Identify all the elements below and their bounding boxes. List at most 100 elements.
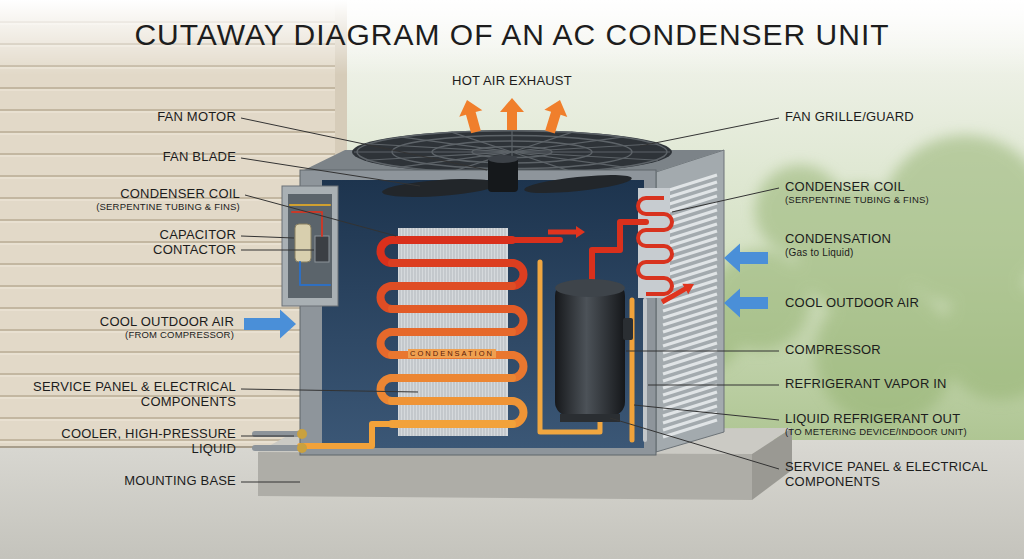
ground bbox=[0, 440, 1024, 559]
part-sublabel: (SERPENTINE TUBING & FINS) bbox=[40, 202, 240, 213]
front-frame bbox=[300, 170, 656, 455]
part-label: REFRIGERANT VAPOR IN bbox=[785, 377, 1017, 392]
coil-tube bbox=[392, 374, 512, 382]
coil-bend bbox=[664, 214, 672, 230]
coil-tube bbox=[646, 292, 664, 296]
siding-line bbox=[0, 373, 345, 375]
coil-tube bbox=[646, 228, 664, 232]
wire bbox=[290, 204, 330, 206]
airflow-label: COOL OUTDOOR AIR bbox=[34, 315, 234, 330]
hot-gas-pipe bbox=[512, 237, 560, 243]
process-sublabel: (Gas to Liquid) bbox=[785, 247, 1017, 259]
siding-highlight bbox=[0, 376, 345, 377]
leader-line bbox=[626, 351, 779, 352]
coil-bend bbox=[664, 246, 672, 262]
leader-line bbox=[672, 188, 779, 212]
compressor bbox=[555, 282, 625, 416]
coil-fins bbox=[638, 188, 670, 298]
part-label: FAN BLADE bbox=[76, 150, 236, 165]
vapor-pipe bbox=[643, 300, 647, 440]
grille-wire bbox=[400, 137, 512, 152]
hot-air-arrow bbox=[459, 100, 482, 133]
grille-wire bbox=[354, 151, 512, 152]
coil-text: CONDENSATION bbox=[400, 350, 504, 359]
siding-line bbox=[0, 351, 345, 353]
part-label: CAPACITOR bbox=[76, 228, 236, 243]
leader-line bbox=[610, 418, 779, 469]
leader-line bbox=[241, 158, 420, 186]
siding-line bbox=[0, 307, 345, 309]
electrical-box-inner bbox=[288, 194, 332, 298]
leader-line bbox=[241, 436, 294, 437]
diagram-title: CUTAWAY DIAGRAM OF AN AC CONDENSER UNIT bbox=[0, 18, 1024, 51]
part-label: LIQUID REFRIGERANT OUT bbox=[785, 412, 1017, 427]
cool-air-arrow bbox=[724, 289, 768, 318]
grille-wire bbox=[512, 151, 670, 152]
compressor-terminal bbox=[623, 318, 633, 340]
siding-highlight bbox=[0, 178, 345, 179]
part-label: SERVICE PANEL & ELECTRICAL COMPONENTS bbox=[31, 380, 236, 410]
wire bbox=[300, 262, 330, 285]
coil-tube bbox=[392, 236, 512, 244]
part-label: CONDENSER COIL bbox=[785, 180, 1017, 195]
leader-line bbox=[241, 236, 294, 238]
service-valve bbox=[297, 429, 307, 439]
electrical-box bbox=[282, 186, 338, 306]
hot-air-arrow bbox=[544, 100, 567, 133]
cool-air-arrow bbox=[244, 310, 296, 339]
top-fade bbox=[0, 0, 1024, 75]
process-label: CONDENSATION bbox=[785, 232, 1017, 247]
grille-wire bbox=[512, 152, 572, 172]
part-label: SERVICE PANEL & ELECTRICAL COMPONENTS bbox=[785, 460, 1017, 490]
grille-wire bbox=[512, 144, 658, 152]
part-label: FAN GRILLE/GUARD bbox=[785, 110, 1017, 125]
siding-line bbox=[0, 417, 345, 419]
fan-motor bbox=[488, 158, 518, 192]
fan-motor-top bbox=[488, 155, 518, 163]
coil-tube bbox=[392, 282, 512, 290]
coil-tube bbox=[392, 328, 512, 336]
leader-line bbox=[241, 118, 487, 170]
cool-air-arrow bbox=[724, 244, 768, 273]
coil-tube bbox=[646, 260, 664, 264]
coil-tube bbox=[646, 244, 664, 248]
leader-line bbox=[648, 385, 779, 386]
airflow-label: COOL OUTDOOR AIR bbox=[785, 296, 1017, 311]
tree bbox=[880, 135, 1024, 305]
siding-highlight bbox=[0, 354, 345, 355]
part-label: COMPRESSOR bbox=[785, 343, 1017, 358]
siding-highlight bbox=[0, 134, 345, 135]
part-label: MOUNTING BASE bbox=[56, 474, 236, 489]
fan-blade bbox=[382, 176, 499, 200]
part-sublabel: (TO METERING DEVICE/INDOOR UNIT) bbox=[785, 427, 1017, 438]
wire bbox=[292, 212, 322, 236]
hot-air-arrow bbox=[500, 98, 524, 130]
part-label: CONDENSER COIL bbox=[40, 187, 240, 202]
leader-line bbox=[241, 389, 418, 392]
contactor bbox=[315, 236, 329, 262]
coil-tube bbox=[392, 397, 512, 405]
airflow-label: HOT AIR EXHAUST bbox=[402, 74, 622, 89]
fan-blade bbox=[524, 171, 633, 196]
siding-highlight bbox=[0, 90, 345, 91]
siding-line bbox=[0, 175, 345, 177]
grille-wire bbox=[452, 132, 512, 152]
coil-bend bbox=[638, 198, 646, 214]
hot-gas-pipe bbox=[592, 222, 646, 282]
coil-tube bbox=[646, 276, 664, 280]
coil-tube bbox=[392, 259, 512, 267]
capacitor bbox=[295, 224, 311, 262]
siding-highlight bbox=[0, 420, 345, 421]
part-label: CONTACTOR bbox=[76, 243, 236, 258]
coil-tube bbox=[646, 212, 664, 216]
grille-wire bbox=[512, 137, 624, 152]
part-label: COOLER, HIGH-PRESSURE LIQUID bbox=[46, 427, 236, 457]
liquid-pipe bbox=[300, 424, 392, 446]
leader-line bbox=[245, 195, 396, 236]
coil-bend bbox=[638, 262, 646, 278]
coil-tube bbox=[646, 196, 664, 200]
leader-line bbox=[241, 482, 300, 483]
coil-tube bbox=[392, 420, 512, 428]
louver bbox=[663, 420, 717, 437]
part-sublabel: (SERPENTINE TUBING & FINS) bbox=[785, 195, 1017, 206]
